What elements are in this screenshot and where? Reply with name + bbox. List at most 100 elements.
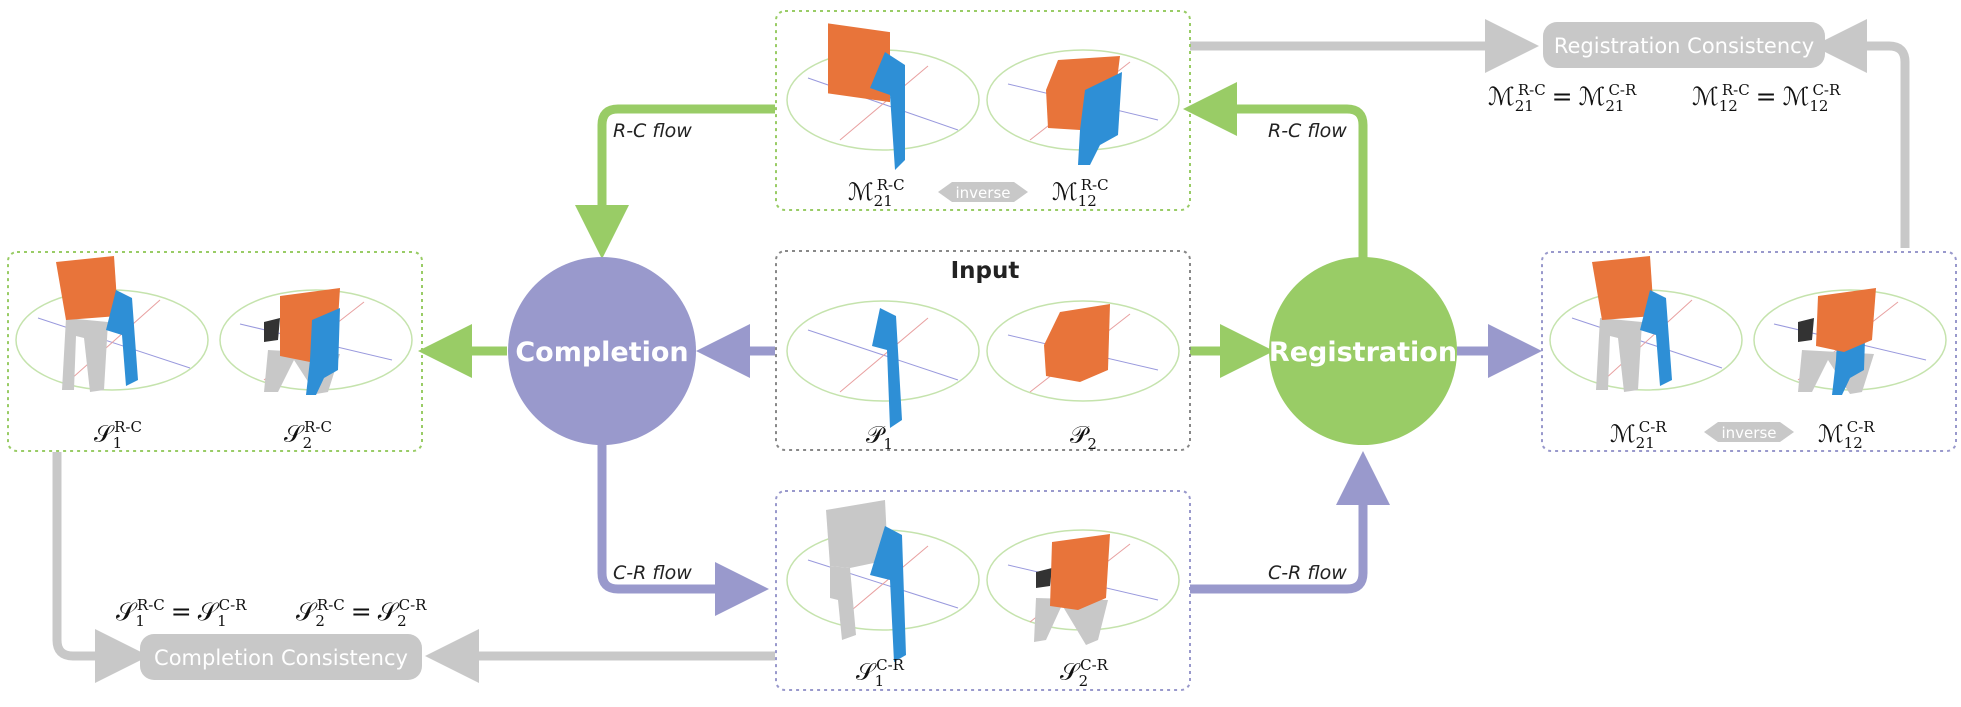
math-symbol: ℳ [848, 178, 874, 206]
orange-partial-chair [1044, 304, 1110, 382]
cr-chair-left-view [786, 500, 980, 662]
input-box [775, 250, 1191, 451]
math-superscript: C-R [1812, 81, 1841, 99]
gray-chair-legs [62, 318, 108, 392]
s1-rc-label: 𝒮1R-C [94, 418, 142, 452]
math-subscript: 1 [217, 612, 227, 630]
equals-sign: = [1756, 82, 1777, 111]
cr-result-box [775, 490, 1191, 691]
axis-line [69, 299, 161, 381]
math-subscript: 12 [1078, 192, 1097, 210]
s2-cr-label: 𝒮2C-R [1060, 656, 1109, 690]
completion-label: Completion [515, 337, 688, 368]
math-subscript: 2 [1079, 672, 1089, 690]
registration-consistency-equation-1: ℳ21R-C=ℳ21C-R [1488, 81, 1637, 115]
registration-consistency-label: Registration Consistency [1554, 34, 1814, 58]
math-symbol: 𝒮 [94, 420, 115, 448]
m12-cr-label: ℳ12C-R [1818, 418, 1875, 452]
registration-cr-box [1541, 251, 1957, 452]
math-subscript: 12 [1809, 97, 1828, 115]
arrow-rc-top-to-completion [575, 104, 775, 259]
dark-chair-arm [1036, 568, 1052, 588]
p1-label: 𝒫1 [866, 421, 893, 453]
math-superscript: C-R [1847, 418, 1876, 436]
ground-ellipse [786, 300, 980, 402]
math-symbol: 𝒮 [198, 597, 220, 626]
inverse-arrow-right [1704, 422, 1794, 442]
inverse-label-right: inverse [1722, 424, 1777, 442]
equals-sign: = [171, 597, 192, 626]
math-superscript: R-C [317, 596, 345, 614]
m21-cr-view [1549, 256, 1743, 392]
math-subscript: 1 [113, 434, 123, 452]
math-subscript: 1 [883, 435, 893, 453]
math-subscript: 21 [1515, 97, 1534, 115]
math-subscript: 12 [1844, 434, 1863, 452]
flow-label-rc-right: R-C flow [1268, 120, 1347, 142]
math-subscript: 21 [874, 192, 893, 210]
axis-line [1571, 317, 1723, 369]
blue-chair-part [870, 52, 905, 170]
math-symbol: 𝒮 [116, 597, 138, 626]
registration-consistency-equation-2: ℳ12R-C=ℳ12C-R [1692, 81, 1841, 115]
cr-chair-right-view [986, 529, 1180, 645]
math-subscript: 12 [1719, 97, 1738, 115]
math-subscript: 2 [397, 612, 407, 630]
completion-consistency-label: Completion Consistency [154, 646, 408, 670]
inverse-arrow-top [938, 182, 1028, 202]
flow-label-rc-left: R-C flow [613, 120, 692, 142]
math-superscript: R-C [1081, 176, 1109, 194]
math-superscript: R-C [304, 418, 332, 436]
math-subscript: 21 [1636, 434, 1655, 452]
rc-result-box [775, 10, 1191, 211]
axis-line [1603, 299, 1693, 381]
gray-chair-legs [1596, 318, 1642, 392]
arrow-completion-to-cr-bottom [597, 445, 769, 616]
registration-label: Registration [1269, 337, 1457, 368]
completion-consistency-equation-1: 𝒮1R-C=𝒮1C-R [116, 596, 247, 630]
math-symbol: ℳ [1579, 82, 1606, 111]
math-superscript: R-C [114, 418, 142, 436]
rc-chair-left-view [786, 23, 980, 170]
axis-line [839, 317, 929, 393]
math-symbol: 𝒫 [866, 421, 886, 449]
math-superscript: C-R [1080, 656, 1109, 674]
math-subscript: 2 [303, 434, 313, 452]
arrow-right-box-to-registration-consistency [1813, 19, 1910, 248]
dark-chair-arm [1798, 318, 1814, 342]
axis-line [839, 65, 929, 141]
math-superscript: R-C [1518, 81, 1546, 99]
equals-sign: = [351, 597, 372, 626]
input-p2-view [986, 300, 1180, 402]
flow-label-cr-left: C-R flow [613, 562, 692, 584]
math-superscript: R-C [1722, 81, 1750, 99]
s2-rc-label: 𝒮2R-C [284, 418, 332, 452]
math-symbol: ℳ [1610, 420, 1636, 448]
math-symbol: 𝒮 [296, 597, 318, 626]
math-symbol: 𝒮 [378, 597, 400, 626]
flow-label-cr-right: C-R flow [1268, 562, 1347, 584]
math-subscript: 2 [1087, 435, 1097, 453]
math-symbol: 𝒫 [1070, 421, 1090, 449]
math-symbol: 𝒮 [1060, 658, 1081, 686]
arrow-cr-bottom-to-registration [1190, 451, 1390, 594]
orange-chair-shape [1816, 288, 1876, 352]
math-superscript: C-R [1639, 418, 1668, 436]
math-subscript: 21 [1605, 97, 1624, 115]
math-superscript: C-R [876, 656, 905, 674]
purple-arrows [597, 324, 1542, 616]
blue-chair-part [306, 308, 340, 395]
axis-line [807, 329, 959, 381]
p2-label: 𝒫2 [1070, 421, 1097, 453]
completion-consistency-pill [140, 634, 422, 680]
math-symbol: ℳ [1783, 82, 1810, 111]
gray-chair-legs [1034, 598, 1108, 645]
math-symbol: ℳ [1488, 82, 1515, 111]
completion-node [508, 257, 696, 445]
s1-cr-label: 𝒮1C-R [856, 656, 905, 690]
math-subscript: 1 [875, 672, 885, 690]
orange-chair-back [56, 256, 118, 320]
axis-line [839, 545, 929, 621]
input-title: Input [951, 258, 1020, 284]
